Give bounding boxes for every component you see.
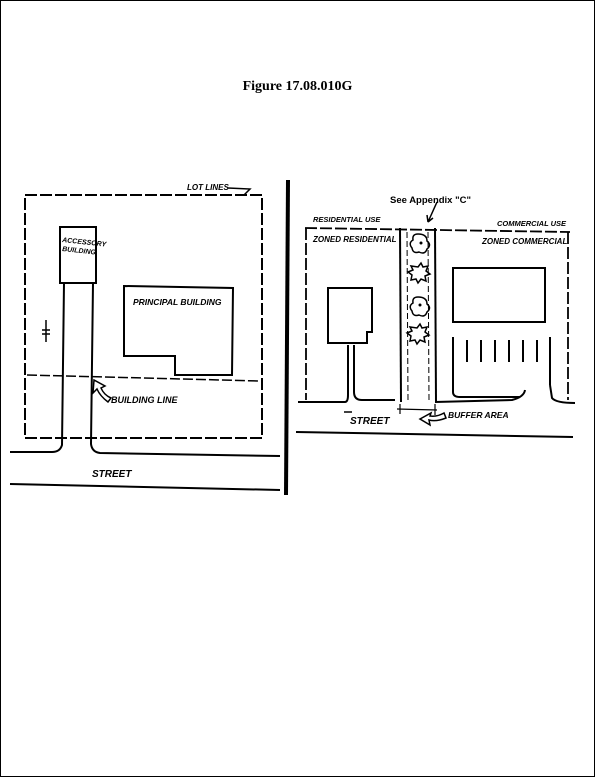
driveway-right-line xyxy=(89,282,281,457)
buffer-inner-left-dashed xyxy=(406,231,409,401)
zoned-residential-label: ZONED RESIDENTIAL xyxy=(312,235,397,244)
principal-building-label: PRINCIPAL BUILDING xyxy=(133,297,222,307)
buffer-dimension-icon xyxy=(396,404,438,415)
driveway-left-line xyxy=(10,282,65,453)
commercial-driveway-line xyxy=(549,384,576,404)
accessory-building xyxy=(59,226,97,284)
residential-use-label: RESIDENTIAL USE xyxy=(313,215,381,224)
street-edge-line xyxy=(9,483,281,491)
building-line-arrow-icon xyxy=(92,378,113,404)
principal-building xyxy=(123,284,235,376)
figure-title: Figure 17.08.010G xyxy=(242,79,353,94)
right-top-lot-line xyxy=(304,227,571,233)
dimension-marker-icon xyxy=(42,320,50,342)
right-street-label: STREET xyxy=(350,416,390,427)
accessory-building-label-line1: ACCESSORY xyxy=(61,237,108,249)
parking-stalls xyxy=(452,337,551,398)
buffer-area-arrow-icon xyxy=(418,411,447,427)
residential-building xyxy=(327,287,373,344)
appendix-arrow-icon xyxy=(426,201,438,223)
residential-driveway-right xyxy=(353,345,395,401)
lot-lines-arrow-icon xyxy=(227,187,252,196)
buffer-right-edge xyxy=(434,227,437,403)
residential-frontage-line xyxy=(298,345,349,403)
building-line-label: BUILDING LINE xyxy=(111,395,178,405)
street-center-line xyxy=(295,431,574,438)
commercial-frontage-line xyxy=(434,389,526,403)
lot-lines-label: LOT LINES xyxy=(187,183,229,192)
buffer-inner-right-dashed xyxy=(427,231,430,401)
commercial-building xyxy=(452,267,546,323)
right-site-plan: See Appendix "C" RESIDENTIAL USE COMMERC… xyxy=(295,195,576,438)
zoned-commercial-label: ZONED COMMERCIAL xyxy=(481,237,567,246)
accessory-building-label-line2: BUILDING xyxy=(62,246,97,257)
buffer-left-edge xyxy=(399,227,402,403)
tree-icon xyxy=(409,233,431,254)
tree-icon xyxy=(409,296,431,317)
see-appendix-label: See Appendix "C" xyxy=(390,195,471,206)
panel-divider xyxy=(284,179,290,496)
left-street-label: STREET xyxy=(92,469,132,480)
tree-icon xyxy=(405,322,431,346)
left-site-plan: LOT LINES ACCESSORY BUILDING PRINCIPAL B… xyxy=(9,183,281,491)
commercial-use-label: COMMERCIAL USE xyxy=(497,219,567,228)
tree-icon xyxy=(406,261,432,285)
buffer-area-label: BUFFER AREA xyxy=(448,410,509,420)
